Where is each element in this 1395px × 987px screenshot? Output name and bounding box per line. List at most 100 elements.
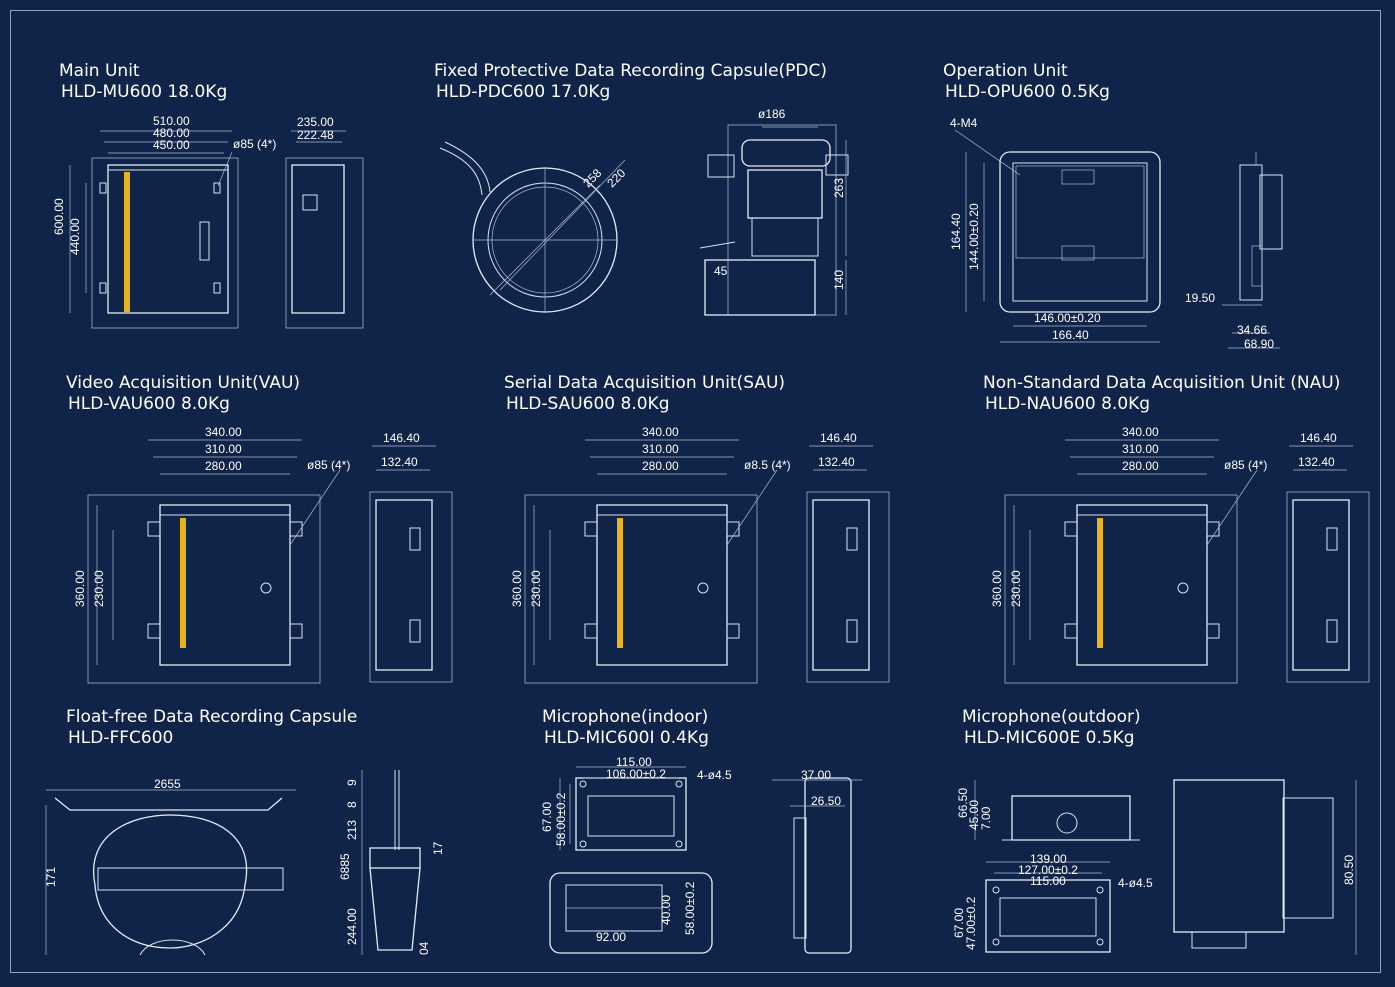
title-pdc: Fixed Protective Data Recording Capsule(…: [434, 61, 828, 102]
mic-i-hole: 4-ø4.5: [697, 768, 732, 782]
ffc-side-1: 9: [345, 779, 359, 786]
title-mic-indoor: Microphone(indoor)HLD-MIC600I 0.4Kg: [542, 707, 709, 748]
opu-front-view: [954, 129, 1161, 343]
vau-drawing: 340.00 310.00 280.00 ø85 (4*) 146.40 132.40 36…: [73, 425, 453, 684]
mic-indoor-top-view: [559, 766, 687, 851]
sau-dim-w1: 340.00: [642, 425, 679, 439]
mu-width-2: 480.00: [153, 126, 190, 140]
ffc-side-6: 17: [431, 841, 445, 855]
sau-dim-d1: 146.40: [820, 431, 857, 445]
mic-outdoor-top-view: [974, 780, 1140, 841]
title-nau: Non-Standard Data Acquisition Unit (NAU)…: [983, 373, 1341, 414]
pdc-side-view: [699, 124, 849, 316]
nau-dim-h1: 360.00: [990, 570, 1004, 607]
mic-e-width-1: 139.00: [1030, 852, 1067, 866]
mic-e-width-3: 115.00: [1030, 874, 1066, 888]
pdc-base: 45: [714, 264, 728, 278]
opu-side-1: 19.50: [1185, 291, 1215, 305]
sau-dim-d2: 132.40: [818, 455, 855, 469]
nau-dim-d2: 132.40: [1298, 455, 1335, 469]
main-unit-front-view: [69, 130, 239, 329]
mic-i-height-1: 67.00: [540, 802, 554, 832]
ffc-side-2: 8: [345, 801, 359, 808]
mic-e-bottom-h1: 67.00: [952, 908, 966, 938]
mic-outdoor-bottom-view: [985, 861, 1111, 953]
ffc-front-view: [361, 770, 421, 955]
mic-i-width-2: 106.00±0.2: [606, 767, 666, 781]
opu-width-1: 146.00±0.20: [1034, 311, 1101, 325]
nau-dim-w2: 310.00: [1122, 442, 1159, 456]
ffc-side-3: 213: [345, 820, 359, 840]
sau-dim-hole: ø8.5 (4*): [744, 458, 791, 472]
sau-dim-w2: 310.00: [642, 442, 679, 456]
mic-i-bottom-width: 92.00: [596, 930, 626, 944]
mic-i-depth-2: 26.50: [811, 794, 841, 808]
sau-dim-h2: 230.00: [529, 570, 543, 607]
pdc-dia-2: 220: [604, 166, 628, 190]
main-unit-side-view: [285, 130, 364, 329]
sau-dim-h1: 360.00: [510, 570, 524, 607]
mic-indoor-bottom-view: [549, 872, 713, 954]
mic-outdoor-side-view: [1173, 779, 1357, 955]
nau-dim-hole: ø85 (4*): [1224, 458, 1267, 472]
ffc-height: 171: [44, 867, 58, 887]
opu-width-2: 166.40: [1052, 328, 1089, 342]
mu-width-3: 450.00: [153, 138, 190, 152]
nau-dim-w3: 280.00: [1122, 459, 1159, 473]
nau-dim-d1: 146.40: [1300, 431, 1337, 445]
vau-dim-hole: ø85 (4*): [307, 458, 350, 472]
ffc-side-4: 6885: [338, 853, 352, 880]
mic-indoor-side-view: [772, 777, 862, 954]
mic-i-bottom-h2: 58.00±0.2: [683, 881, 697, 935]
mic-i-height-2: 58.00±0.2: [554, 792, 568, 846]
pdc-dia-1: 258: [580, 166, 604, 190]
vau-dim-h2: 230.00: [92, 570, 106, 607]
mic-e-side: 80.50: [1342, 855, 1356, 885]
title-sau: Serial Data Acquisition Unit(SAU)HLD-SAU…: [504, 373, 786, 414]
pdc-top-dia: ø186: [758, 107, 786, 121]
ffc-side-7: 04: [417, 941, 431, 955]
mu-hole: ø85 (4*): [233, 137, 276, 151]
title-vau: Video Acquisition Unit(VAU)HLD-VAU600 8.…: [66, 373, 301, 414]
mu-height-2: 440.00: [68, 218, 82, 255]
opu-height-2: 144.00±0.20: [967, 203, 981, 270]
mic-e-h3: 7.00: [979, 806, 993, 830]
opu-hole: 4-M4: [950, 116, 978, 130]
mic-e-hole: 4-ø4.5: [1118, 876, 1153, 890]
mic-i-bottom-h1: 40.00: [659, 895, 673, 925]
vau-dim-d1: 146.40: [383, 431, 420, 445]
vau-dim-d2: 132.40: [381, 455, 418, 469]
ffc-side-view: [45, 789, 296, 956]
opu-side-3: 68.90: [1244, 337, 1274, 351]
opu-height-1: 164.40: [949, 213, 963, 250]
sau-dim-w3: 280.00: [642, 459, 679, 473]
mu-width-1: 510.00: [153, 114, 190, 128]
nau-dim-w1: 340.00: [1122, 425, 1159, 439]
ffc-side-5: 244.00: [345, 908, 359, 945]
mic-e-h2: 45.00: [967, 800, 981, 830]
mu-height-1: 600.00: [52, 198, 66, 235]
nau-dim-h2: 230.00: [1009, 570, 1023, 607]
nau-drawing: 340.00 310.00 280.00 ø85 (4*) 146.40 132.40 36…: [990, 425, 1370, 684]
vau-dim-w3: 280.00: [205, 459, 242, 473]
mu-depth-2: 222.48: [297, 128, 334, 142]
vau-dim-w1: 340.00: [205, 425, 242, 439]
pdc-height-1: 263: [832, 178, 846, 198]
vau-dim-w2: 310.00: [205, 442, 242, 456]
ffc-width: 2655: [154, 777, 181, 791]
mu-depth-1: 235.00: [297, 115, 334, 129]
opu-side-2: 34.66: [1237, 323, 1267, 337]
mic-i-depth-1: 37.00: [801, 768, 831, 782]
vau-dim-h1: 360.00: [73, 570, 87, 607]
pdc-top-view: [439, 141, 626, 313]
sau-drawing: 340.00 310.00 280.00 ø8.5 (4*) 146.40 132.40 3…: [510, 425, 890, 684]
mic-i-width-1: 115.00: [616, 755, 652, 769]
mic-e-bottom-h2: 47.00±0.2: [964, 896, 978, 950]
mic-e-h1: 66.50: [956, 788, 970, 818]
pdc-height-2: 140: [832, 270, 846, 290]
title-mic-outdoor: Microphone(outdoor)HLD-MIC600E 0.5Kg: [962, 707, 1141, 748]
opu-side-view: [1222, 152, 1283, 349]
